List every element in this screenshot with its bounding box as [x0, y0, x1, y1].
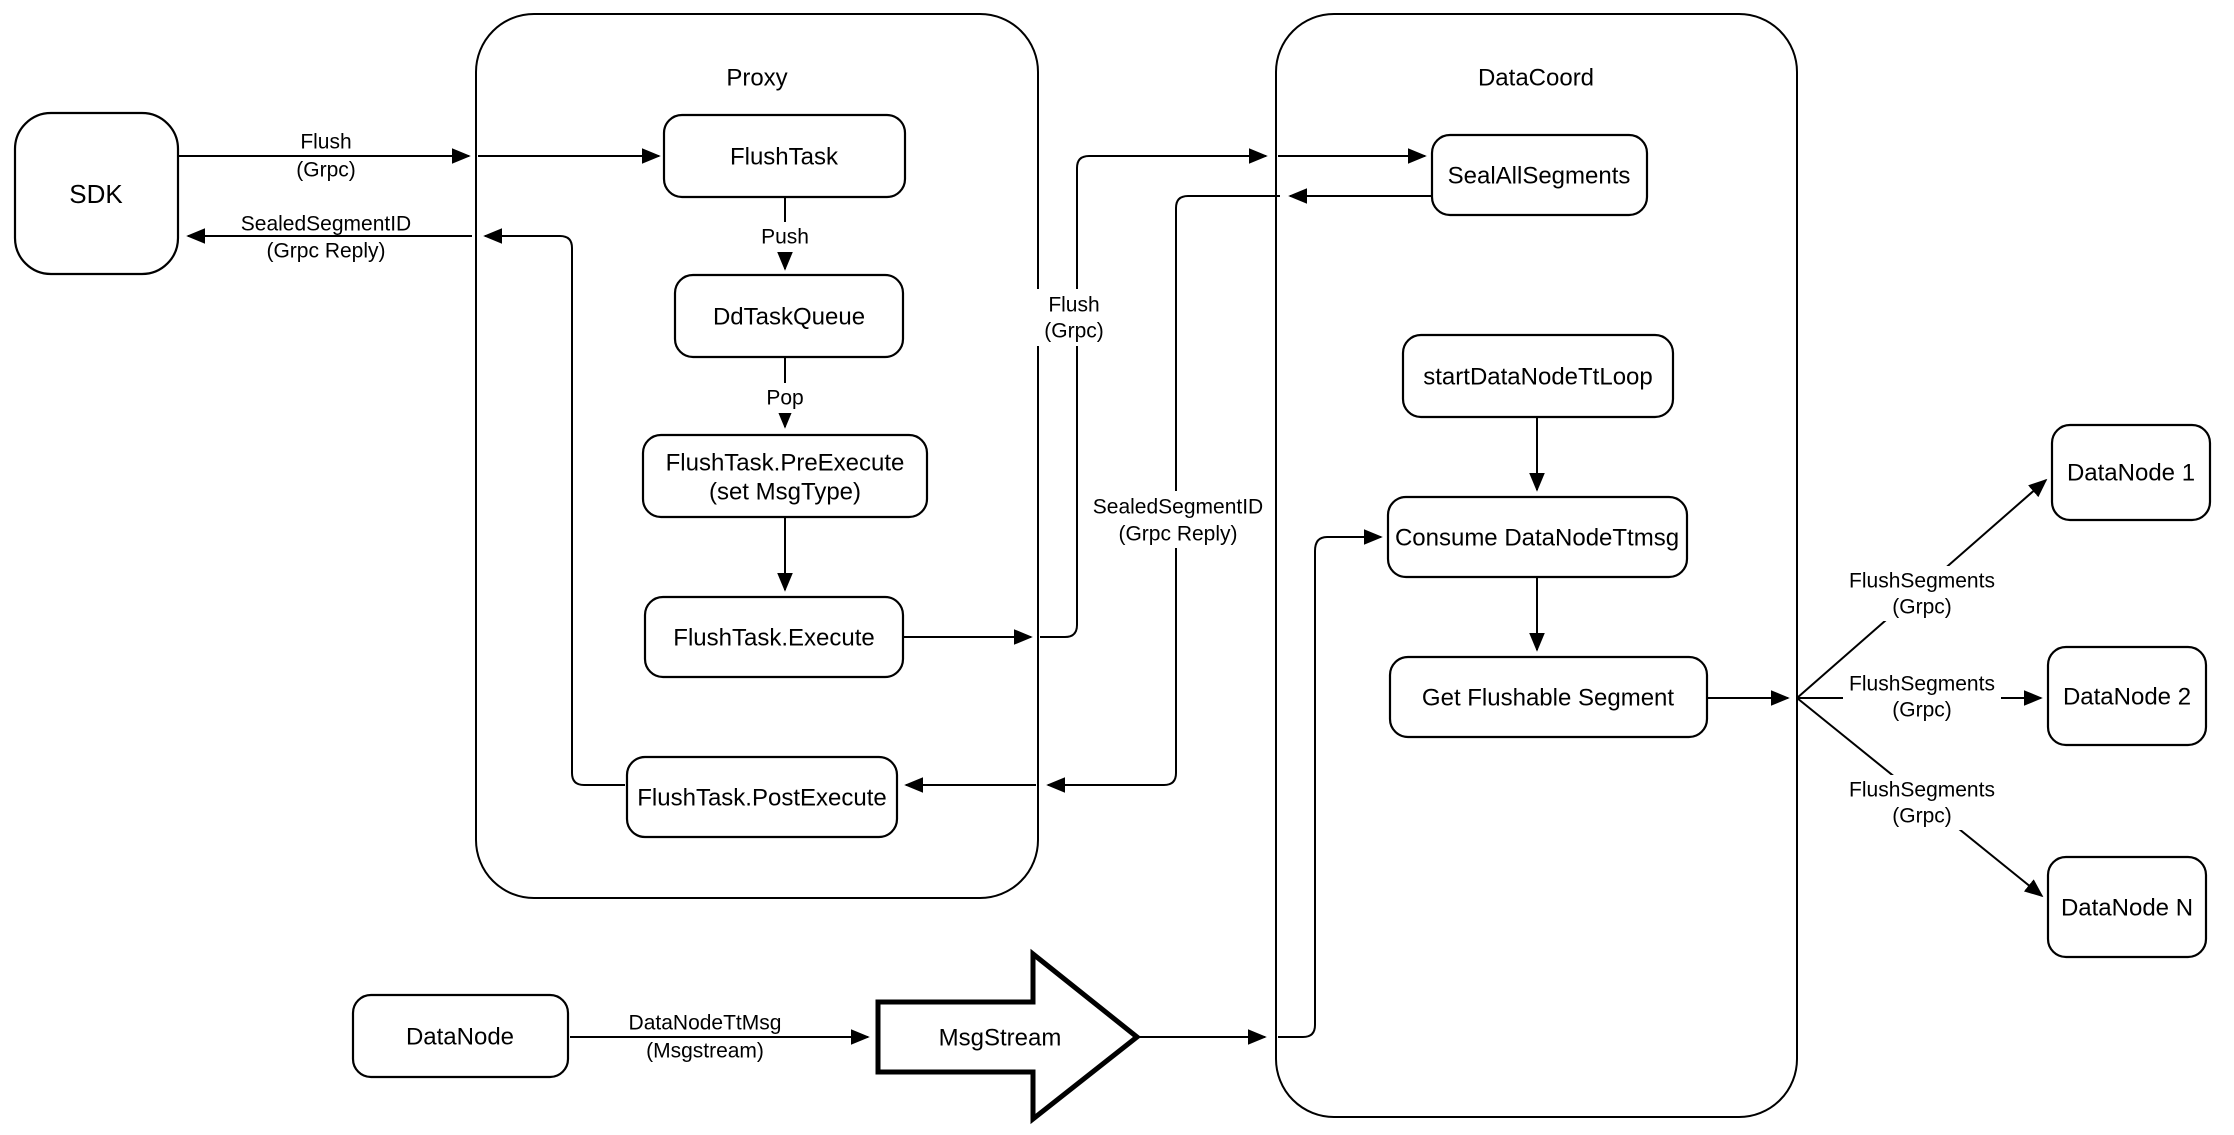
datanode1-node [2050, 423, 2212, 522]
postexecute-node [625, 755, 899, 839]
execute-node [643, 595, 905, 679]
coord-reply-label-line1: SealedSegmentID [1093, 496, 1263, 519]
datanode2-label: DataNode 2 [2063, 684, 2191, 711]
ddtaskqueue-label: DdTaskQueue [713, 304, 865, 331]
flushsegments1-label-line1: FlushSegments [1849, 570, 1995, 593]
datanode1-label: DataNode 1 [2067, 460, 2195, 487]
flushsegments3-label-line2: (Grpc) [1892, 805, 1952, 828]
coord-reply-label-bg [1085, 491, 1271, 548]
coord-flush-label-bg [1037, 289, 1113, 346]
postexecute-label: FlushTask.PostExecute [637, 785, 886, 812]
flushsegments1-label-line2: (Grpc) [1892, 596, 1952, 619]
sdk-flush-label-line1: Flush [300, 131, 351, 154]
proxy-container [475, 13, 1039, 899]
getflushablesegment-node [1388, 655, 1709, 739]
edge-reply-to-proxy-edge [1046, 195, 1280, 793]
edge-flush-to-datacoord-edge [1040, 148, 1268, 638]
msgstream-arrow-shape [875, 948, 1142, 1125]
msgstream-label: MsgStream [939, 1025, 1062, 1052]
edge-postexecute-reply-out [483, 228, 625, 786]
datanoden-node [2046, 855, 2208, 959]
datanode-source-node [351, 993, 570, 1079]
datacoord-container [1275, 13, 1798, 1118]
datanode-ttmsg-label-line1: DataNodeTtMsg [629, 1012, 782, 1035]
preexecute-label-line1: FlushTask.PreExecute [666, 450, 905, 477]
flushtask-label: FlushTask [730, 144, 839, 171]
coord-flush-label-line1: Flush [1048, 294, 1099, 317]
flushsegments3-label-line1: FlushSegments [1849, 779, 1995, 802]
pop-label-bg [760, 383, 810, 413]
startdatanodettloop-label: startDataNodeTtLoop [1423, 364, 1652, 391]
proxy-title: Proxy [726, 65, 787, 92]
coord-reply-label-line2: (Grpc Reply) [1118, 523, 1237, 546]
datanoden-label: DataNode N [2061, 895, 2193, 922]
flushsegments2-label-line1: FlushSegments [1849, 673, 1995, 696]
sdk-label: SDK [69, 179, 123, 209]
sdk-node [13, 111, 180, 276]
flushtask-node [662, 113, 907, 199]
startdatanodettloop-node [1401, 333, 1675, 419]
sealallsegments-label: SealAllSegments [1448, 163, 1631, 190]
preexecute-label-line2: (set MsgType) [709, 479, 861, 506]
flushsegments3-label-bg [1843, 775, 2001, 830]
flushsegments1-label-bg [1843, 566, 2001, 621]
flushsegments2-label-line2: (Grpc) [1892, 699, 1952, 722]
execute-label: FlushTask.Execute [673, 625, 874, 652]
sdk-reply-label-line1: SealedSegmentID [241, 213, 411, 236]
datanode-ttmsg-label-line2: (Msgstream) [646, 1040, 764, 1063]
consume-datanodettmsg-label: Consume DataNodeTtmsg [1395, 525, 1679, 552]
sealallsegments-node [1430, 133, 1649, 217]
coord-flush-label-line2: (Grpc) [1044, 320, 1104, 343]
sdk-flush-label-line2: (Grpc) [296, 159, 356, 182]
push-label: Push [761, 226, 809, 249]
ddtaskqueue-node [673, 273, 905, 359]
preexecute-node [641, 433, 929, 519]
datanode2-node [2046, 645, 2208, 747]
edge-msgstream-to-consume [1278, 529, 1383, 1038]
datanode-source-label: DataNode [406, 1024, 514, 1051]
datacoord-title: DataCoord [1478, 65, 1594, 92]
consume-datanodettmsg-node [1386, 495, 1689, 579]
pop-label: Pop [766, 387, 803, 410]
flushsegments2-label-bg [1843, 669, 2001, 724]
getflushablesegment-label: Get Flushable Segment [1422, 685, 1674, 712]
sdk-reply-label-line2: (Grpc Reply) [266, 240, 385, 263]
push-label-bg [755, 222, 815, 252]
